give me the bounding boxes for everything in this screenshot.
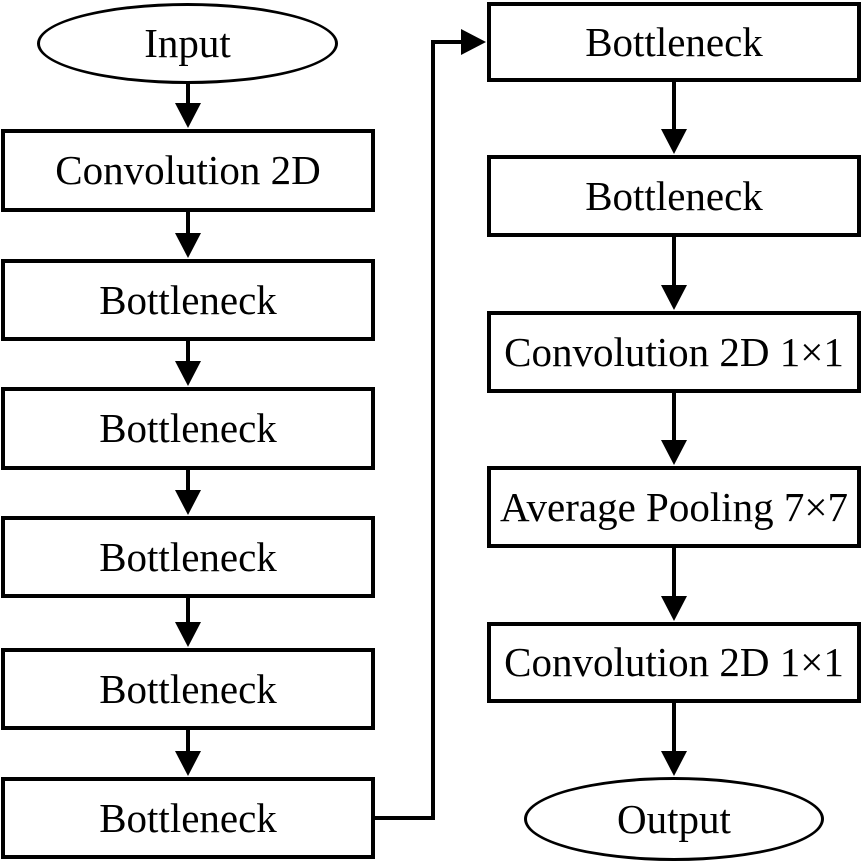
- node-input-label: Input: [144, 20, 231, 66]
- arrow-avgpool-to-conv1x1b: [661, 548, 687, 621]
- node-bottleneck-1: Bottleneck: [1, 259, 375, 341]
- node-bottleneck-7: Bottleneck: [487, 155, 861, 237]
- node-bottleneck-7-label: Bottleneck: [585, 172, 763, 219]
- arrow-rbottleneck1-to-rbottleneck2: [661, 82, 687, 154]
- arrow-conv2d-to-bottleneck1: [175, 212, 201, 258]
- node-bottleneck-2: Bottleneck: [1, 387, 375, 470]
- connector-elbow-left-to-right: [375, 29, 486, 820]
- node-bottleneck-6: Bottleneck: [487, 2, 861, 82]
- arrow-conv1x1b-to-output: [661, 703, 687, 776]
- node-convolution-2d: Convolution 2D: [1, 129, 375, 212]
- arrow-rbottleneck2-to-conv1x1a: [661, 237, 687, 310]
- arrow-conv1x1a-to-avgpool: [661, 393, 687, 465]
- arrow-bottleneck2-to-bottleneck3: [175, 470, 201, 515]
- node-convolution-2d-label: Convolution 2D: [55, 147, 321, 193]
- node-convolution-2d-1x1-a: Convolution 2D 1×1: [487, 311, 861, 393]
- node-convolution-2d-1x1-b: Convolution 2D 1×1: [487, 622, 861, 703]
- arrow-bottleneck1-to-bottleneck2: [175, 341, 201, 386]
- node-output-label: Output: [617, 795, 731, 842]
- arrow-bottleneck4-to-bottleneck5: [175, 730, 201, 776]
- node-bottleneck-4-label: Bottleneck: [99, 665, 277, 712]
- node-bottleneck-3: Bottleneck: [1, 516, 375, 598]
- arrow-input-to-conv2d: [175, 84, 201, 128]
- node-bottleneck-4: Bottleneck: [1, 648, 375, 730]
- node-output: Output: [524, 777, 824, 861]
- node-convolution-2d-1x1-b-label: Convolution 2D 1×1: [504, 639, 844, 685]
- arrow-bottleneck3-to-bottleneck4: [175, 598, 201, 647]
- node-bottleneck-1-label: Bottleneck: [99, 276, 277, 323]
- node-bottleneck-5-label: Bottleneck: [99, 794, 277, 841]
- node-convolution-2d-1x1-a-label: Convolution 2D 1×1: [504, 328, 844, 375]
- node-bottleneck-2-label: Bottleneck: [99, 405, 277, 451]
- node-bottleneck-5: Bottleneck: [1, 777, 375, 859]
- node-bottleneck-6-label: Bottleneck: [585, 18, 763, 65]
- node-average-pooling-7x7-label: Average Pooling 7×7: [499, 483, 849, 530]
- node-average-pooling-7x7: Average Pooling 7×7: [487, 466, 861, 548]
- node-input: Input: [37, 3, 338, 84]
- node-bottleneck-3-label: Bottleneck: [99, 533, 277, 580]
